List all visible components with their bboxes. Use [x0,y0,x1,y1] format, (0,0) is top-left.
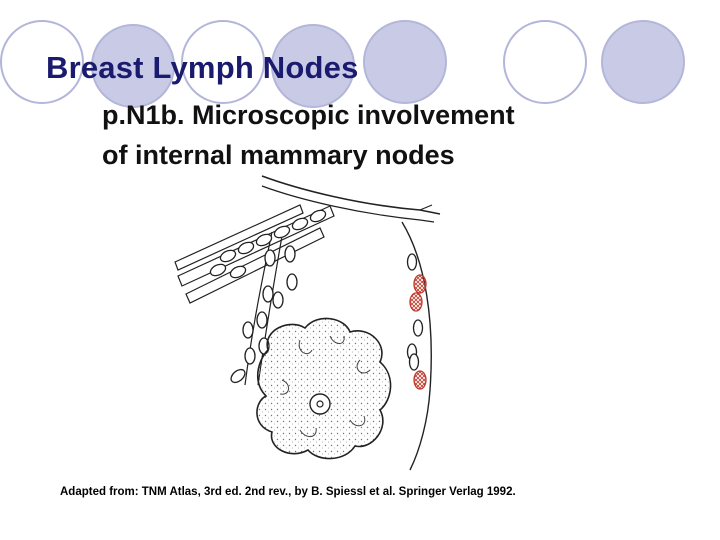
decor-circle-7 [601,20,685,104]
internal-mammary-nodes [406,253,427,390]
decor-circle-5 [363,20,447,104]
decorative-circles [0,20,685,108]
subtitle-line-1: p.N1b. Microscopic involvement [102,100,515,130]
vessel-branch-tip [419,204,435,223]
source-caption: Adapted from: TNM Atlas, 3rd ed. 2nd rev… [60,486,516,498]
decor-circle-2 [91,24,175,108]
decor-circle-6 [503,20,587,104]
upper-vessel [261,175,441,215]
normal-node [406,253,418,271]
sternal-border [401,221,432,471]
normal-node [412,319,424,337]
decor-circle-1 [0,20,84,104]
upper-vessel-lower-edge [261,185,421,221]
decor-circle-3 [181,20,265,104]
lymph-node-illustration [174,175,441,471]
descending-vessel [244,231,273,386]
involved-node [413,274,427,294]
breast-tissue [256,317,392,460]
subtitle-line-2: of internal mammary nodes [102,140,455,170]
involved-node [409,292,423,312]
axillary-vessels [174,204,335,304]
slide-title: Breast Lymph Nodes [46,50,359,85]
nipple [309,393,331,415]
normal-node [408,353,420,371]
decor-circle-4 [271,24,355,108]
axillary-nodes [209,209,327,384]
involved-node [413,370,427,390]
slide-subtitle: p.N1b. Microscopic involvement of intern… [102,95,515,175]
nipple-center [316,400,324,408]
